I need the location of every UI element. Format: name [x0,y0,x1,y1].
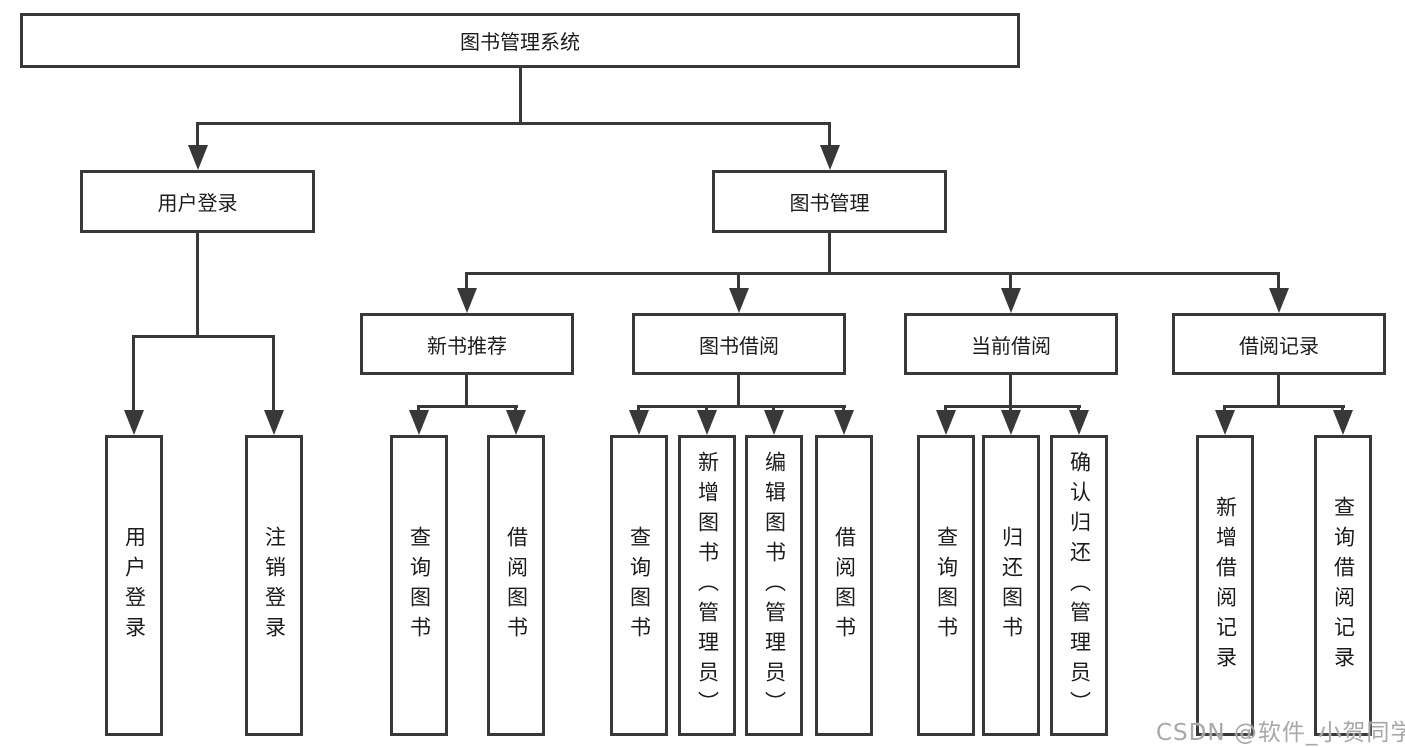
connector-drop-user-login [196,122,199,147]
arrowhead-leaf [764,410,784,435]
leaf-edit-book-admin: 编辑图书（管理员） [745,435,803,736]
arrowhead-user-login [188,145,208,170]
connector-bookmgmt-stem [828,233,831,275]
connector-recommend-bus [417,405,518,408]
connector-drop [417,405,420,413]
arrowhead-leaf [1333,410,1353,435]
leaf-logout: 注销登录 [245,435,303,736]
connector-drop [772,405,775,413]
connector-userlogin-stem [196,233,199,335]
connector-drop [637,405,640,413]
leaf-confirm-return-admin: 确认归还（管理员） [1050,435,1108,736]
connector-drop [1223,405,1226,413]
arrowhead-leaf [409,410,429,435]
leaf-user-login: 用户登录 [105,435,163,736]
connector-drop-leaf-logout [272,335,275,411]
node-user-login: 用户登录 [80,170,315,233]
connector-userlogin-bus [132,335,275,338]
connector-borrow-bus [637,405,846,408]
node-current-borrow: 当前借阅 [904,313,1118,375]
connector-records-stem [1277,375,1280,408]
arrowhead-borrow [729,288,749,313]
connector-drop [944,405,947,413]
connector-current-stem [1009,375,1012,408]
connector-drop-leaf-login [132,335,135,411]
arrowhead-leaf-logout [264,410,284,435]
node-borrow-records: 借阅记录 [1172,313,1386,375]
connector-drop-recommend [465,272,468,289]
arrowhead-leaf [629,410,649,435]
leaf-return-books: 归还图书 [982,435,1040,736]
node-new-book-recommend: 新书推荐 [360,313,574,375]
arrowhead-leaf-login [124,410,144,435]
connector-drop-book-mgmt [828,122,831,147]
connector-root-stem [519,68,522,122]
connector-root-bus [196,122,831,125]
connector-bookmgmt-bus [465,272,1280,275]
arrowhead-recommend [457,288,477,313]
node-library-system: 图书管理系统 [20,13,1020,68]
connector-drop [1341,405,1344,413]
connector-drop-records [1277,272,1280,289]
connector-current-bus [944,405,1081,408]
csdn-watermark: CSDN @软件_小贺同学 [1156,720,1405,746]
connector-borrow-stem [737,375,740,408]
leaf-query-borrow-record: 查询借阅记录 [1314,435,1372,736]
connector-records-bus [1223,405,1345,408]
connector-drop [705,405,708,413]
arrowhead-leaf [936,410,956,435]
arrowhead-book-mgmt [820,145,840,170]
connector-drop [1009,405,1012,413]
connector-drop-borrow [737,272,740,289]
leaf-query-books-borrow: 查询图书 [610,435,668,736]
arrowhead-leaf [834,410,854,435]
arrowhead-leaf [1215,410,1235,435]
node-book-borrow: 图书借阅 [632,313,846,375]
leaf-add-book-admin: 新增图书（管理员） [678,435,736,736]
leaf-borrow-books: 借阅图书 [815,435,873,736]
arrowhead-records [1269,288,1289,313]
connector-recommend-stem [465,375,468,408]
leaf-query-books-current: 查询图书 [917,435,975,736]
leaf-add-borrow-record: 新增借阅记录 [1196,435,1254,736]
connector-drop [842,405,845,413]
leaf-query-books-recommend: 查询图书 [390,435,448,736]
arrowhead-leaf [697,410,717,435]
connector-drop [1077,405,1080,413]
arrowhead-leaf [1069,410,1089,435]
leaf-borrow-books-recommend: 借阅图书 [487,435,545,736]
connector-drop [514,405,517,413]
node-book-management: 图书管理 [712,170,947,233]
arrowhead-current [1001,288,1021,313]
arrowhead-leaf [1001,410,1021,435]
arrowhead-leaf [506,410,526,435]
connector-drop-current [1009,272,1012,289]
